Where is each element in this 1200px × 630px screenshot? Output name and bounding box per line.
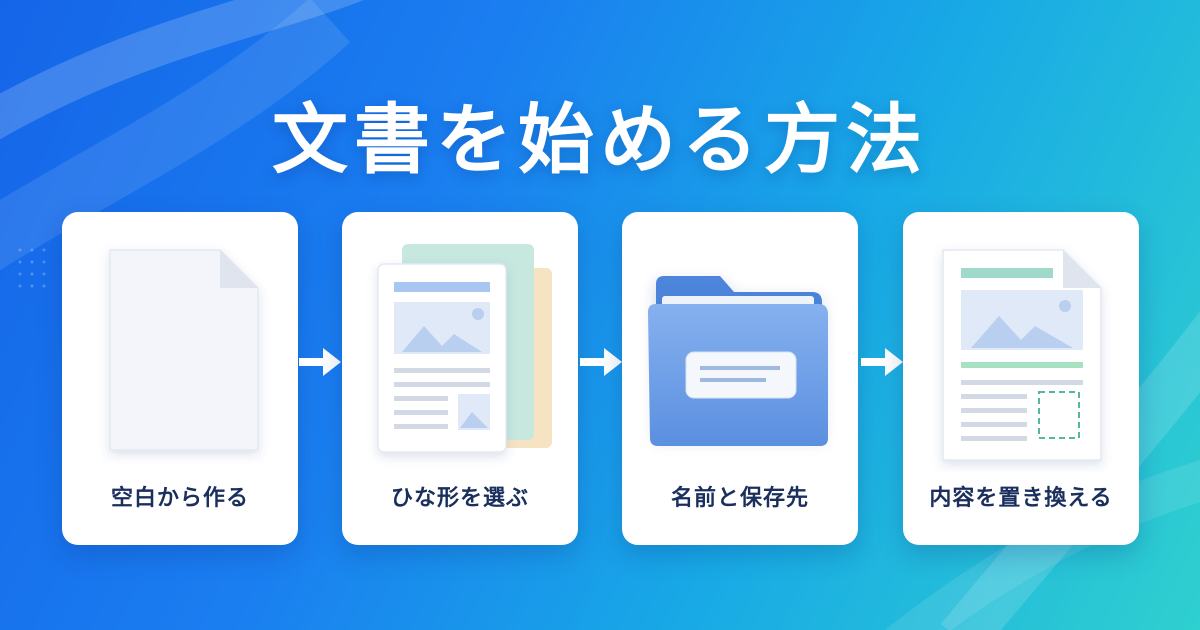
step-label: ひな形を選ぶ: [390, 486, 529, 511]
arrow-right-icon: [861, 348, 903, 376]
step-card-folder[interactable]: 名前と保存先: [622, 212, 858, 545]
blank-document-icon: [109, 249, 259, 451]
step-label: 内容を置き換える: [929, 486, 1113, 511]
step-label: 名前と保存先: [670, 486, 809, 511]
template-stack-icon: [377, 244, 552, 453]
step-label: 空白から作る: [110, 486, 249, 511]
step-card-template[interactable]: ひな形を選ぶ: [342, 212, 578, 545]
step-card-replace[interactable]: 内容を置き換える: [903, 212, 1139, 545]
folder-icon: [648, 276, 828, 446]
arrow-right-icon: [299, 348, 341, 376]
step-card-blank[interactable]: 空白から作る: [62, 212, 298, 545]
arrow-right-icon: [580, 348, 622, 376]
page-title: 文書を始める方法: [272, 95, 928, 184]
edit-document-icon: [942, 249, 1102, 461]
